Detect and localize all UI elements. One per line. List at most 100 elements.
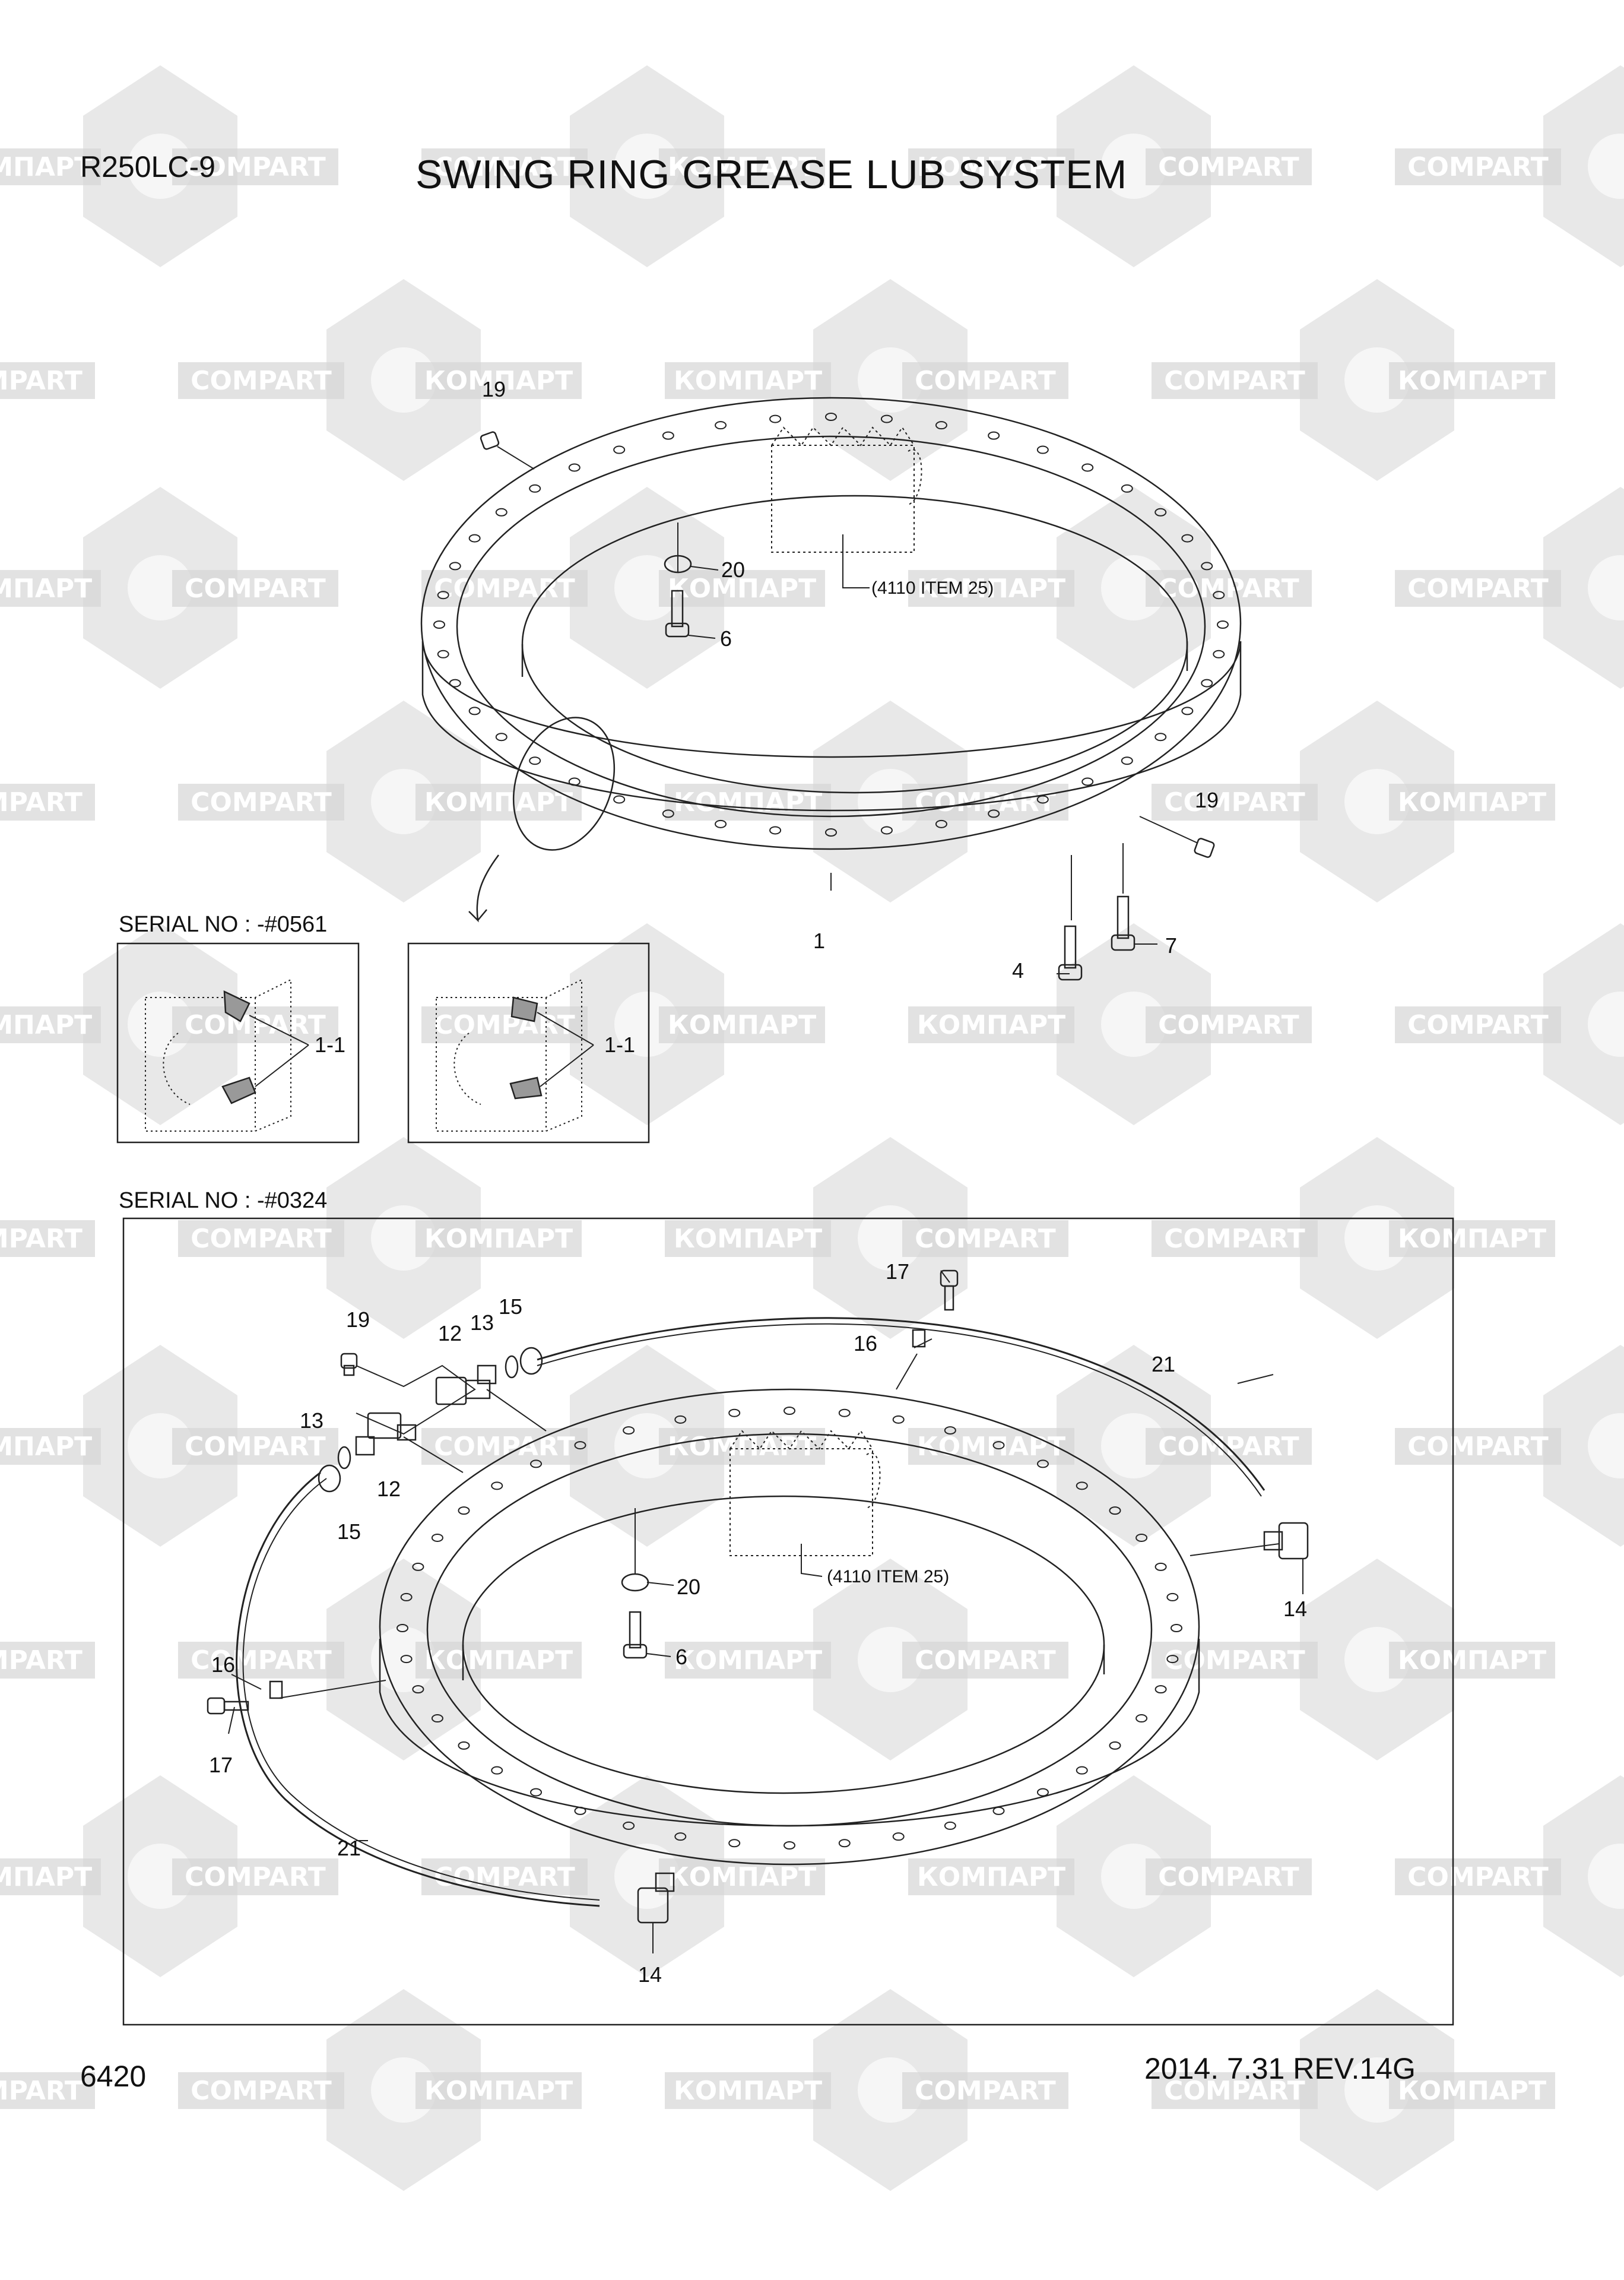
watermark-text: КОМПАРТ [1398, 366, 1546, 396]
callout-19a: 19 [482, 377, 506, 401]
callout-21a: 21 [1152, 1352, 1175, 1376]
bolt-hole [1076, 1481, 1088, 1490]
watermark-banner [1395, 1006, 1561, 1043]
bolt-hole [495, 508, 508, 517]
lower-ring-outer-edge [379, 1388, 1200, 1866]
bolt-hole [1181, 534, 1194, 543]
callout-12a: 12 [438, 1321, 462, 1345]
callout-20: 20 [721, 558, 745, 582]
watermark-text: COMPART [1158, 1432, 1299, 1462]
watermark-text: COMPART [185, 1432, 326, 1462]
watermark-banner [665, 2072, 831, 2109]
watermark-banner [902, 2072, 1068, 2109]
bolt-hole [1036, 1459, 1049, 1468]
wedge-1-1-top [223, 990, 250, 1022]
grease-nipple-19 [340, 1353, 358, 1376]
revision-date: 2014. 7.31 REV.14G [1144, 2052, 1416, 2085]
watermark-text: COMPART [434, 152, 575, 182]
watermark-banner [178, 362, 344, 399]
watermark-banner [1389, 2072, 1555, 2109]
watermark-banner [908, 1858, 1074, 1895]
callout-14a: 14 [1283, 1597, 1307, 1621]
watermark-banner [1152, 1220, 1318, 1257]
watermark-ring [1588, 1413, 1624, 1478]
watermark-banner [0, 362, 95, 399]
bolt-hole [623, 1821, 635, 1830]
watermark-text: КОМПАРТ [674, 1645, 822, 1676]
watermark-banner [178, 784, 344, 821]
watermark-text: COMPART [1164, 2076, 1305, 2106]
watermark-banner [421, 1006, 588, 1043]
watermark-text: COMPART [1158, 152, 1299, 182]
watermark-banner [665, 362, 831, 399]
watermark-banner [178, 1220, 344, 1257]
watermark-banner [1146, 1006, 1312, 1043]
callout-6: 6 [720, 626, 732, 651]
page-title: SWING RING GREASE LUB SYSTEM [415, 152, 1128, 197]
watermark-layer: COMPART КОМПАРТ КОМПАРТ COMPART COMPART КОМПА… [0, 65, 1624, 2191]
watermark-text: COMPART [185, 574, 326, 604]
watermark-text: COMPART [0, 2076, 83, 2106]
bolt-hole [397, 1624, 408, 1632]
watermark-hexagon [1543, 923, 1624, 1125]
grease-line-21-lower [236, 1471, 600, 1907]
bolt-hole [1081, 777, 1094, 786]
callout-14b: 14 [638, 1962, 662, 1987]
watermark-hexagon [1543, 1775, 1624, 1977]
watermark-banner [421, 1428, 588, 1465]
watermark-text: COMPART [1407, 1432, 1549, 1462]
watermark-text: COMPART [1158, 574, 1299, 604]
bolt-hole [715, 421, 727, 430]
bolt-hole [412, 1685, 424, 1694]
watermark-hexagon [1543, 487, 1624, 689]
watermark-text: КОМПАРТ [917, 1432, 1065, 1462]
grease-nipple-19b [1194, 838, 1215, 858]
callout-21b: 21 [337, 1836, 361, 1860]
bolt-hole [1181, 707, 1194, 715]
watermark-text: КОМПАРТ [674, 1224, 822, 1254]
bolt-hole [412, 1562, 424, 1571]
bolt-hole [1154, 508, 1167, 517]
bolt-hole [431, 1533, 443, 1542]
watermark-banner [1389, 362, 1555, 399]
watermark-banner [902, 1220, 1068, 1257]
callout-15a: 15 [499, 1294, 522, 1319]
callout-13b: 13 [300, 1408, 323, 1433]
bolt-hole [935, 421, 947, 430]
bolt-hole [1076, 1766, 1088, 1775]
callout-7: 7 [1165, 933, 1177, 958]
watermark-banner [1395, 1858, 1561, 1895]
bolt-hole [1154, 1685, 1167, 1694]
bolt-hole [468, 534, 481, 543]
watermark-banner [1152, 2072, 1318, 2109]
watermark-banner [1395, 1428, 1561, 1465]
watermark-text: КОМПАРТ [424, 2076, 573, 2106]
watermark-text: КОМПАРТ [1398, 1645, 1546, 1676]
lower-ring-inner-edge [426, 1433, 1153, 1827]
bolt-hole [568, 463, 581, 472]
bolt-holes-upper [433, 413, 1229, 837]
bracket-1-1-top [510, 996, 538, 1022]
watermark-banner [178, 1642, 344, 1679]
watermark-text: КОМПАРТ [0, 1432, 92, 1462]
gear-reference-label: (4110 ITEM 25) [871, 578, 994, 598]
grease-line-21-upper [537, 1317, 1265, 1491]
watermark-text: COMPART [1164, 1645, 1305, 1676]
watermark-banner [0, 1858, 101, 1895]
bolt-hole [400, 1655, 413, 1664]
serial-label-detail: SERIAL NO : -#0561 [119, 912, 328, 937]
watermark-hexagon [1543, 1345, 1624, 1547]
bolt-hole [880, 826, 893, 835]
bolt-hole [1121, 756, 1133, 765]
callout-19-lower: 19 [346, 1307, 370, 1332]
watermark-text: КОМПАРТ [424, 787, 573, 818]
watermark-text: COMPART [1407, 152, 1549, 182]
watermark-banner [902, 1642, 1068, 1679]
callout-1-1-right: 1-1 [604, 1033, 635, 1057]
bolt-hole [623, 1426, 635, 1435]
bolt-hole [784, 1841, 795, 1850]
bolt-hole [1121, 484, 1133, 493]
callout-17a: 17 [886, 1259, 909, 1284]
lower-swing-ring-assembly [207, 1269, 1309, 1953]
watermark-banner [665, 1220, 831, 1257]
